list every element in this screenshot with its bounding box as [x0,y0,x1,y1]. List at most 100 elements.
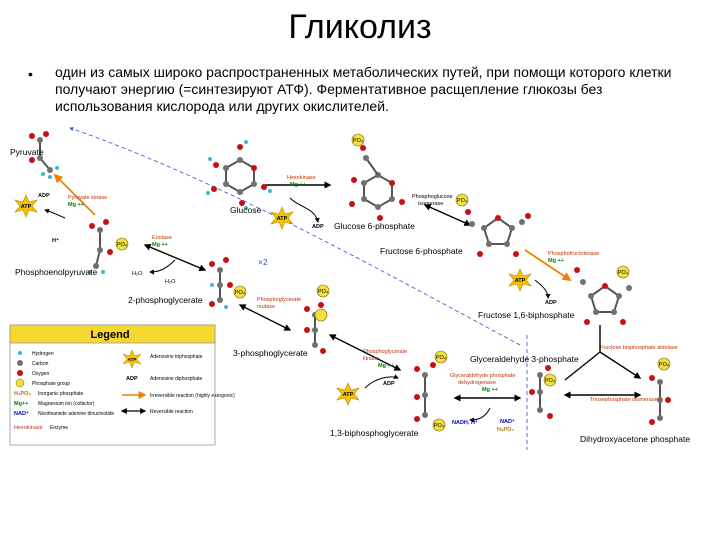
mg-hexokinase: Mg ++ [290,182,306,188]
legend-item-6: Nicotinamide adenine dinucleotide [38,411,114,417]
molecule-1-3-biphosphoglycerate: PO₄ PO₄ [414,350,448,432]
molecule-3-phosphoglycerate: PO₄ [304,284,330,354]
enzyme-tpi: Triosephosphate isomerase [590,397,658,403]
arrow-f6p-to-f16bp [524,249,572,281]
cofactor-curve-pfk [534,279,551,299]
legend-item-5: Magnesium ion (cofactor) [38,401,95,407]
legend-hydrogen-icon [18,351,22,355]
molecule-fructose-1-6-biphosphate: PO₄ [574,265,632,325]
phosphate-label-g3p: PO₄ [545,378,556,384]
label-1-3-biphosphoglycerate: 1,3-biphosphoglycerate [330,428,419,438]
phosphate-label-f6p: PO₄ [457,198,468,204]
legend-atp-icon: ATP [122,349,142,369]
mg-pk: Mg ++ [68,202,84,208]
h2po4-gapdh: H₂PO₄ [497,427,514,433]
enzyme-pgm-line2: mutase [257,304,275,310]
legend-item-0: Hydrogen [32,351,54,357]
enzyme-enolase: Enolase [152,235,172,241]
enzyme-gapdh-line1: Glyceraldehyde phosphate [450,373,515,379]
label-dihydroxyacetone-phosphate: Dihydroxyacetone phosphate [580,434,690,444]
molecule-phosphoenolpyruvate: PO₄ [88,219,129,274]
bullet-marker: • [28,66,33,82]
legend-item-2: Oxygen [32,371,49,377]
legend-item-1: Carbon [32,361,49,367]
atp-burst-pfk: ATP [508,268,532,292]
atp-burst-pk: ATP [14,194,38,218]
phosphate-label-f16bp: PO₄ [618,270,629,276]
legend-symbol-7: Hexokinase [14,425,43,431]
label-glyceraldehyde-3-phosphate: Glyceraldehyde 3-phosphate [470,354,579,364]
enzyme-pgk-line2: kinase [363,356,379,362]
phosphate-label-2pg: PO₄ [235,290,246,296]
legend-adp-label: ADP [126,376,138,382]
cofactor-curve-enolase [149,259,176,275]
legend-right-item-2: Irreversible reaction (highly exergonic) [150,393,235,399]
h-plus-pk: H⁺ [52,237,59,244]
label-fructose-6-phosphate: Fructose 6-phosphate [380,246,463,256]
enzyme-pgi-line2: isomerase [418,201,443,207]
molecule-pyruvate [29,131,59,179]
atp-label-pgk: ATP [343,392,354,398]
cofactor-curve-pk [44,208,66,219]
adp-pgk: ADP [383,381,395,387]
enzyme-pgi-line1: Phosphoglucose [412,194,453,200]
adp-pfk: ADP [545,300,557,306]
arrow-pk [53,173,96,216]
dashed-return-arc [69,127,521,346]
atp-label-pk: ATP [21,204,32,210]
arrow-g6p-to-f6p [423,204,472,226]
mg-gapdh: Mg ++ [482,387,498,393]
label-phosphoenolpyruvate: Phosphoenolpyruvate [15,267,98,277]
arrow-aldolase [564,325,640,380]
legend-item-7: Enzyme [50,425,68,431]
legend-carbon-icon [17,360,23,366]
mg-enolase: Mg ++ [152,242,168,248]
phosphate-label-pep: PO₄ [117,242,128,248]
molecule-glyceraldehyde-3-phosphate: PO₄ [529,365,557,419]
molecule-dihydroxyacetone-phosphate: PO₄ [649,357,671,425]
slide-title: Гликолиз [288,8,432,46]
h2o-enolase-2: H₂O [165,279,176,285]
adp-pk: ADP [38,193,50,199]
legend-symbol-6: NAD⁺ [14,410,29,417]
legend-right-item-0: Adenosine triphosphate [150,354,203,360]
cofactor-curve-gapdh [469,407,491,423]
legend: Legend Hydrogen Carbon Oxygen Phosphate … [9,324,235,446]
arrow-pgm [238,304,292,331]
molecule-fructose-6-phosphate: PO₄ [455,193,531,257]
legend-right-item-1: Adenosine diphosphate [150,376,202,382]
phosphate-label-13bpg-top: PO₄ [436,355,447,361]
atp-burst-hexokinase: ATP [270,206,294,230]
cofactor-curve-pgk [364,374,399,389]
mg-pgk: Mg ++ [378,363,394,369]
molecule-2-phosphoglycerate: PO₄ [209,257,247,309]
phosphate-label-dhap: PO₄ [659,362,670,368]
enzyme-pfk: Phosphofructokinase [548,251,599,257]
phosphate-label-13bpg-bottom: PO₄ [434,423,445,429]
label-pyruvate: Pyruvate [10,147,44,157]
label-3-phosphoglycerate: 3-phosphoglycerate [233,348,308,358]
molecule-glucose [206,140,272,210]
nad-gapdh: NAD⁺ [500,418,515,425]
arrow-enolase [143,243,207,272]
arrow-pgk [328,334,402,371]
legend-phosphate-icon [15,378,25,388]
cofactor-curve-hexokinase [289,197,320,223]
bullet-text: один из самых широко распространенных ме… [55,64,672,114]
h2o-enolase-1: H₂O [132,271,143,277]
enzyme-pgk-line1: Phosphoglycerate [363,349,407,355]
atp-burst-pgk: ATP [336,382,360,406]
label-fructose-1-6-biphosphate: Fructose 1,6-biphosphate [478,310,575,320]
label-glucose-6-phosphate: Glucose 6-phosphate [334,221,415,231]
legend-title: Legend [90,329,129,341]
legend-right-item-3: Reversible reaction [150,409,193,415]
legend-oxygen-icon [17,370,23,376]
mg-pfk: Mg ++ [548,258,564,264]
molecule-glucose-6-phosphate: PO₄ [349,133,405,221]
label-multiplier: ×2 [258,257,268,267]
enzyme-pk: Pyruvate kinase [68,195,107,201]
legend-symbol-4: H₂PO₄ [14,391,31,397]
enzyme-gapdh-line2: dehydrogenase [458,380,496,386]
legend-atp-label: ATP [128,357,137,362]
atp-label-hexokinase: ATP [277,216,288,222]
